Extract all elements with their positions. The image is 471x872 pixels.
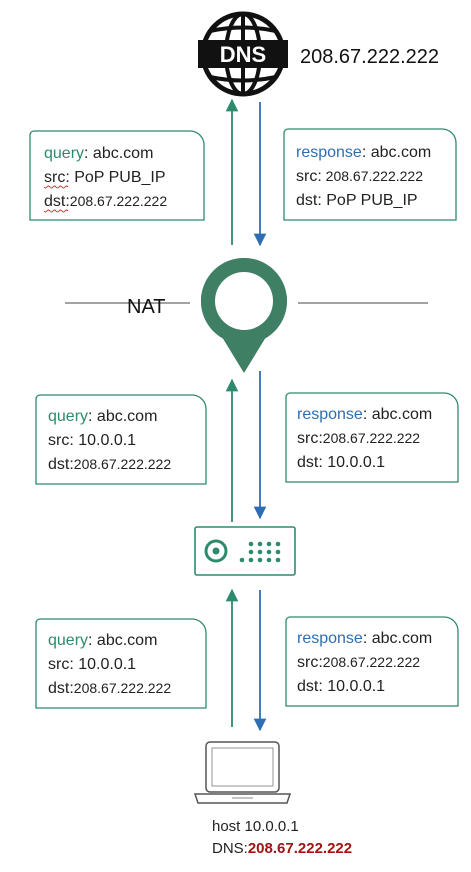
bot-response-dst-value: 10.0.0.1 bbox=[323, 678, 385, 695]
bot-response-src-label: src: bbox=[297, 654, 323, 671]
mid-query-keyword: query bbox=[48, 408, 88, 425]
top-query-src-label: src: bbox=[44, 169, 70, 186]
dns-icon-label: DNS bbox=[220, 42, 266, 67]
mid-query-src-value: 10.0.0.1 bbox=[74, 432, 136, 449]
svg-text:dst: 10.0.0.1: dst: 10.0.0.1 bbox=[297, 454, 385, 471]
bot-response-domain: : abc.com bbox=[363, 630, 432, 647]
host-dns-label: DNS: bbox=[212, 840, 248, 857]
top-response-src-value: 208.67.222.222 bbox=[322, 168, 423, 184]
dns-server-ip: 208.67.222.222 bbox=[300, 46, 439, 68]
svg-text:dst:208.67.222.222: dst:208.67.222.222 bbox=[48, 680, 171, 697]
svg-text:dst:208.67.222.222: dst:208.67.222.222 bbox=[44, 193, 167, 210]
svg-text:dst: PoP PUB_IP: dst: PoP PUB_IP bbox=[296, 192, 418, 209]
svg-text:query: abc.com: query: abc.com bbox=[44, 145, 153, 162]
bot-query-src-value: 10.0.0.1 bbox=[74, 656, 136, 673]
nat-pin-icon bbox=[200, 258, 287, 373]
svg-text:query: abc.com: query: abc.com bbox=[48, 632, 157, 649]
svg-text:src: 10.0.0.1: src: 10.0.0.1 bbox=[48, 656, 136, 673]
svg-text:response: abc.com: response: abc.com bbox=[296, 144, 431, 161]
bot-query-domain: : abc.com bbox=[88, 632, 157, 649]
svg-text:src:208.67.222.222: src:208.67.222.222 bbox=[297, 430, 420, 447]
mid-query-box: query: abc.com src: 10.0.0.1 dst:208.67.… bbox=[35, 394, 207, 485]
top-query-dst-label: dst: bbox=[44, 193, 70, 210]
svg-text:response: abc.com: response: abc.com bbox=[297, 630, 432, 647]
svg-text:src: 10.0.0.1: src: 10.0.0.1 bbox=[48, 432, 136, 449]
dns-globe-icon: DNS bbox=[198, 11, 288, 97]
mid-response-domain: : abc.com bbox=[363, 406, 432, 423]
mid-query-domain: : abc.com bbox=[88, 408, 157, 425]
top-query-keyword: query bbox=[44, 145, 84, 162]
mid-response-box: response: abc.com src:208.67.222.222 dst… bbox=[285, 392, 459, 483]
mid-response-src-value: 208.67.222.222 bbox=[323, 430, 421, 446]
top-query-domain: : abc.com bbox=[84, 145, 153, 162]
top-response-domain: : abc.com bbox=[362, 144, 431, 161]
mid-query-src-label: src: bbox=[48, 432, 74, 449]
mid-response-src-label: src: bbox=[297, 430, 323, 447]
bot-query-dst-value: 208.67.222.222 bbox=[74, 680, 172, 696]
spellcheck-underline bbox=[43, 185, 69, 189]
nat-label: NAT bbox=[127, 296, 166, 318]
svg-text:src: 208.67.222.222: src: 208.67.222.222 bbox=[296, 168, 423, 185]
top-response-dst-value: PoP PUB_IP bbox=[322, 192, 418, 209]
svg-text:query: abc.com: query: abc.com bbox=[48, 408, 157, 425]
svg-text:dst: 10.0.0.1: dst: 10.0.0.1 bbox=[297, 678, 385, 695]
host-label: host 10.0.0.1 bbox=[212, 818, 299, 835]
laptop-icon bbox=[193, 741, 292, 804]
mid-response-dst-label: dst: bbox=[297, 454, 323, 471]
host-dns-value: 208.67.222.222 bbox=[248, 840, 352, 857]
top-response-src-label: src: bbox=[296, 168, 322, 185]
bot-response-keyword: response bbox=[297, 630, 363, 647]
spellcheck-underline bbox=[43, 209, 69, 213]
top-response-keyword: response bbox=[296, 144, 362, 161]
top-query-src-value: PoP PUB_IP bbox=[70, 169, 166, 186]
svg-text:src: PoP PUB_IP: src: PoP PUB_IP bbox=[44, 169, 166, 186]
svg-text:DNS:208.67.222.222: DNS:208.67.222.222 bbox=[212, 840, 352, 857]
top-query-box: query: abc.com src: PoP PUB_IP dst:208.6… bbox=[29, 130, 205, 221]
bot-query-src-label: src: bbox=[48, 656, 74, 673]
top-response-box: response: abc.com src: 208.67.222.222 ds… bbox=[283, 128, 457, 221]
bot-response-dst-label: dst: bbox=[297, 678, 323, 695]
top-query-dst-value: 208.67.222.222 bbox=[70, 193, 168, 209]
svg-text:response: abc.com: response: abc.com bbox=[297, 406, 432, 423]
svg-text:src:208.67.222.222: src:208.67.222.222 bbox=[297, 654, 420, 671]
router-icon bbox=[194, 526, 296, 576]
bot-response-src-value: 208.67.222.222 bbox=[323, 654, 421, 670]
bot-response-box: response: abc.com src:208.67.222.222 dst… bbox=[285, 616, 459, 707]
mid-query-dst-value: 208.67.222.222 bbox=[74, 456, 172, 472]
svg-text:dst:208.67.222.222: dst:208.67.222.222 bbox=[48, 456, 171, 473]
top-response-dst-label: dst: bbox=[296, 192, 322, 209]
mid-query-dst-label: dst: bbox=[48, 456, 74, 473]
mid-response-dst-value: 10.0.0.1 bbox=[323, 454, 385, 471]
bot-query-keyword: query bbox=[48, 632, 88, 649]
mid-response-keyword: response bbox=[297, 406, 363, 423]
bot-query-dst-label: dst: bbox=[48, 680, 74, 697]
bot-query-box: query: abc.com src: 10.0.0.1 dst:208.67.… bbox=[35, 618, 207, 709]
